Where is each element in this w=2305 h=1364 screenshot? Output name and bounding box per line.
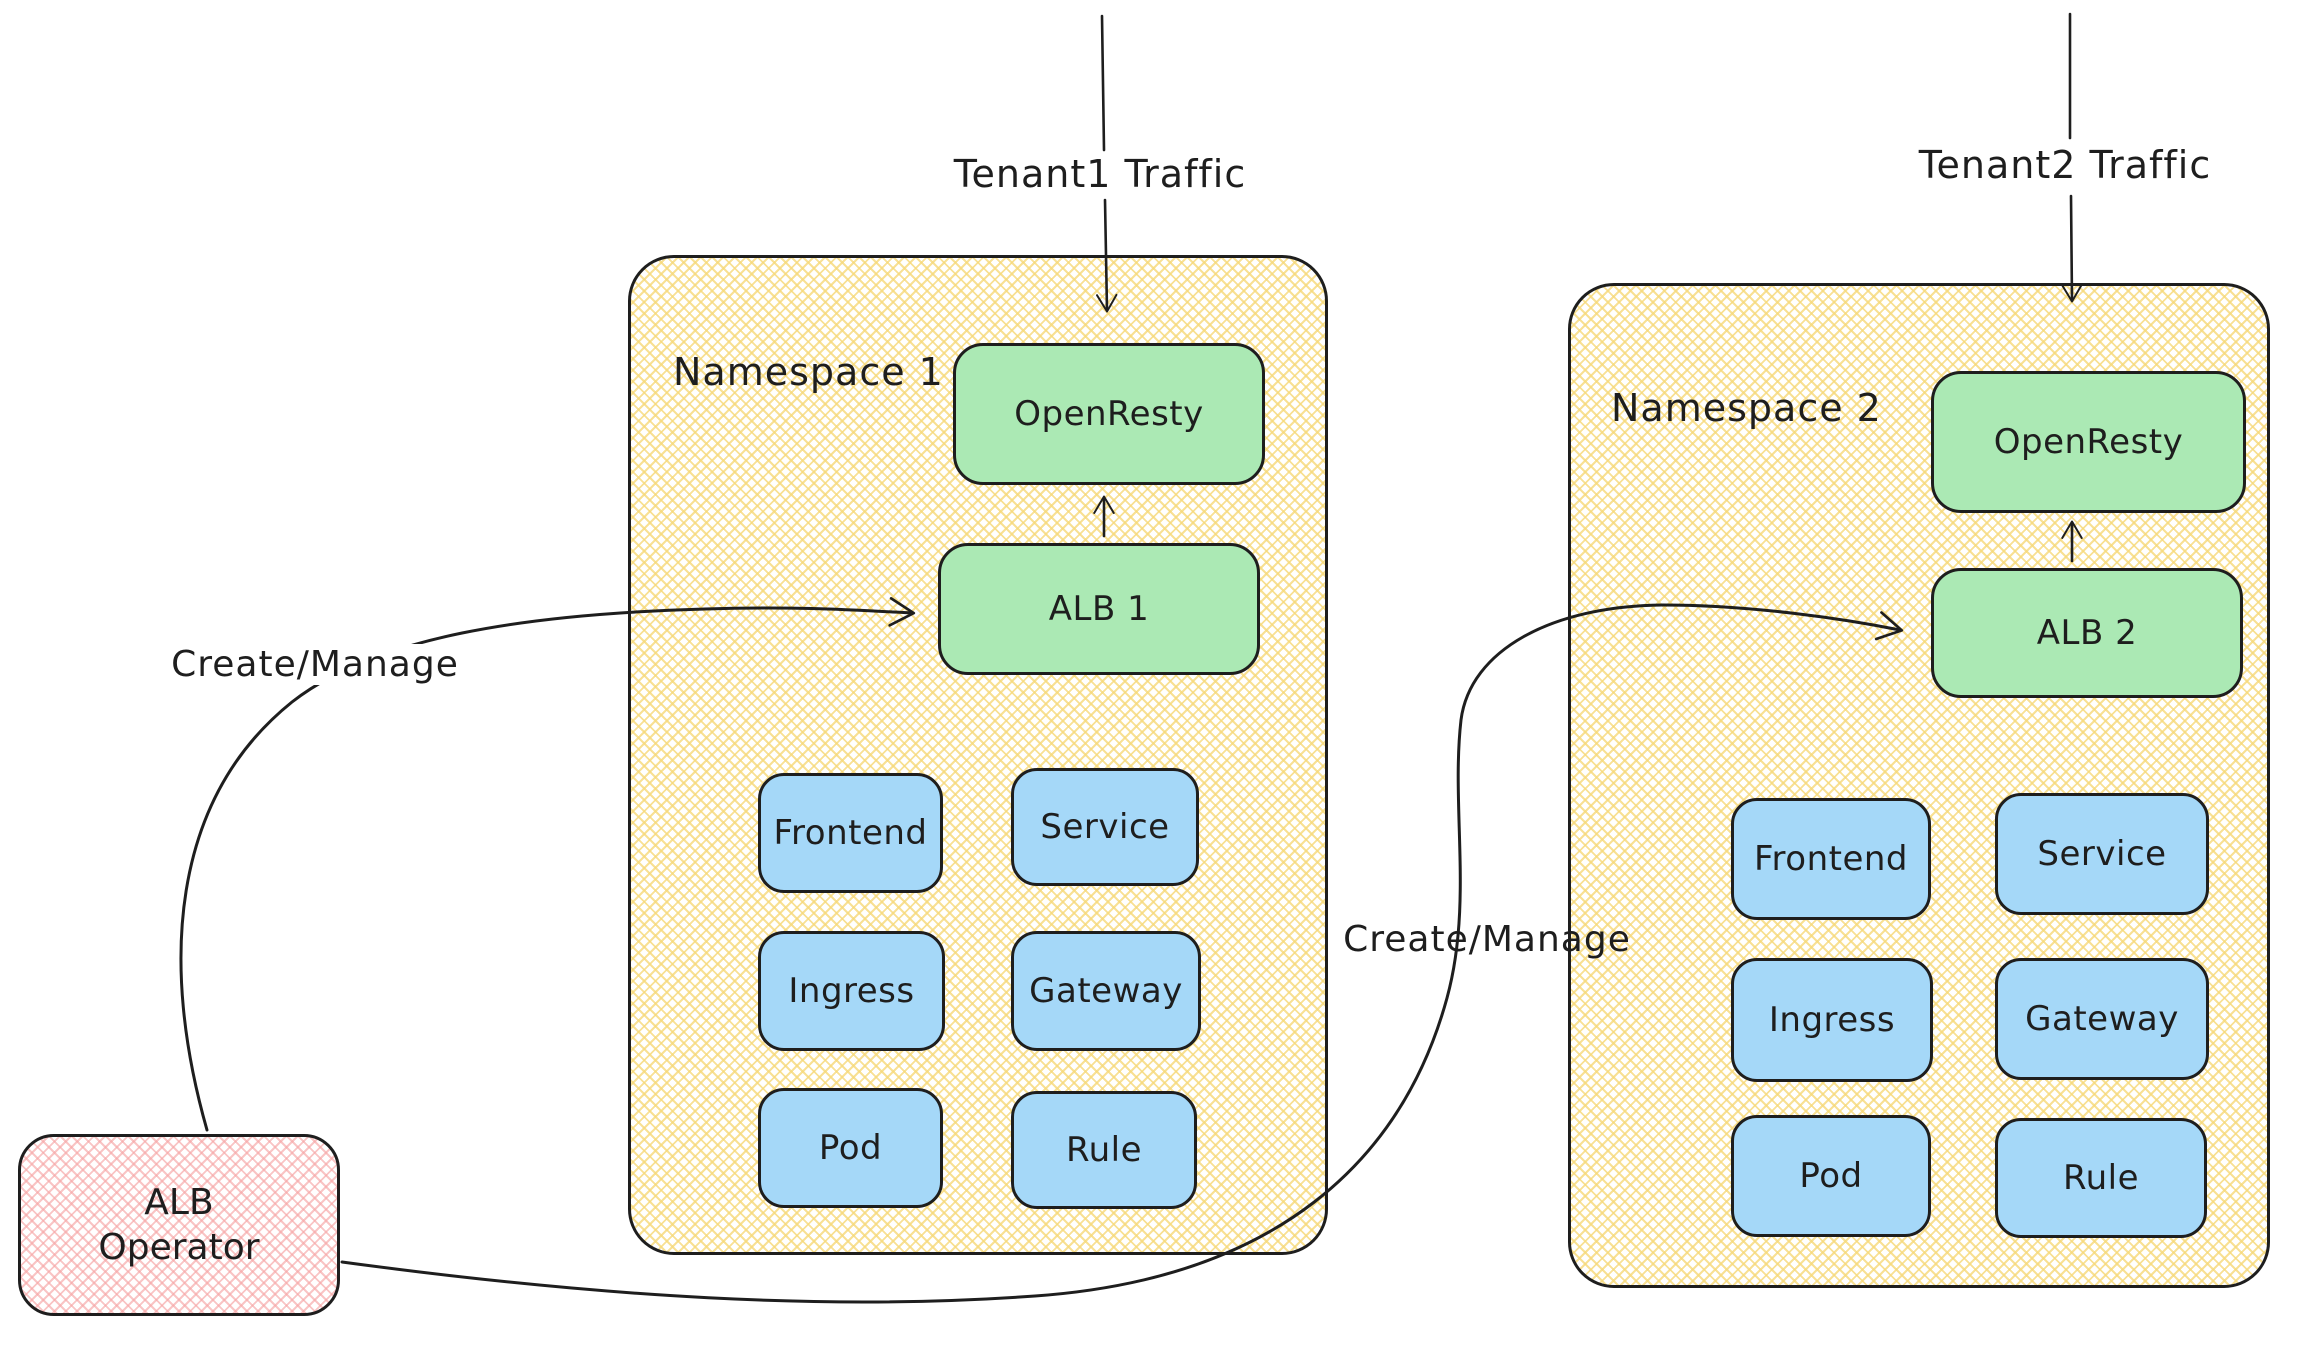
namespace-2-rule-box: Rule	[1995, 1118, 2207, 1238]
namespace-1-openresty-box: OpenResty	[953, 343, 1265, 485]
namespace-2-gateway-box: Gateway	[1995, 958, 2209, 1080]
alb-operator-box: ALB Operator	[18, 1134, 340, 1316]
create-manage-label-left: Create/Manage	[145, 644, 485, 685]
namespace-1-pod-box: Pod	[758, 1088, 943, 1208]
tenant1-traffic-arrow-upper	[1100, 14, 1106, 152]
tenant1-traffic-label: Tenant1 Traffic	[953, 152, 1247, 196]
namespace-2-alb-box: ALB 2	[1931, 568, 2243, 698]
namespace-2-frontend-box: Frontend	[1731, 798, 1931, 920]
namespace-1-service-box: Service	[1011, 768, 1199, 886]
namespace-1-rule-box: Rule	[1011, 1091, 1197, 1209]
namespace-2-pod-box: Pod	[1731, 1115, 1931, 1237]
namespace-2-container: Namespace 2 OpenResty ALB 2 Frontend Ser…	[1568, 283, 2270, 1288]
create-manage-label-left-text: Create/Manage	[165, 644, 465, 685]
alb-operator-label-line2: Operator	[98, 1227, 260, 1268]
namespace-1-frontend-box: Frontend	[758, 773, 943, 893]
namespace-1-ingress-box: Ingress	[758, 931, 945, 1051]
namespace-1-container: Namespace 1 OpenResty ALB 1 Frontend Ser…	[628, 255, 1328, 1255]
namespace-1-title: Namespace 1	[673, 350, 944, 394]
namespace-2-service-box: Service	[1995, 793, 2209, 915]
tenant2-traffic-label: Tenant2 Traffic	[1918, 143, 2212, 187]
create-manage-label-right: Create/Manage	[1343, 919, 1631, 960]
namespace-2-openresty-box: OpenResty	[1931, 371, 2246, 513]
namespace-1-gateway-box: Gateway	[1011, 931, 1201, 1051]
namespace-1-alb-box: ALB 1	[938, 543, 1260, 675]
alb-operator-label-line1: ALB	[144, 1182, 214, 1223]
namespace-2-title: Namespace 2	[1611, 386, 1882, 430]
namespace-2-ingress-box: Ingress	[1731, 958, 1933, 1082]
